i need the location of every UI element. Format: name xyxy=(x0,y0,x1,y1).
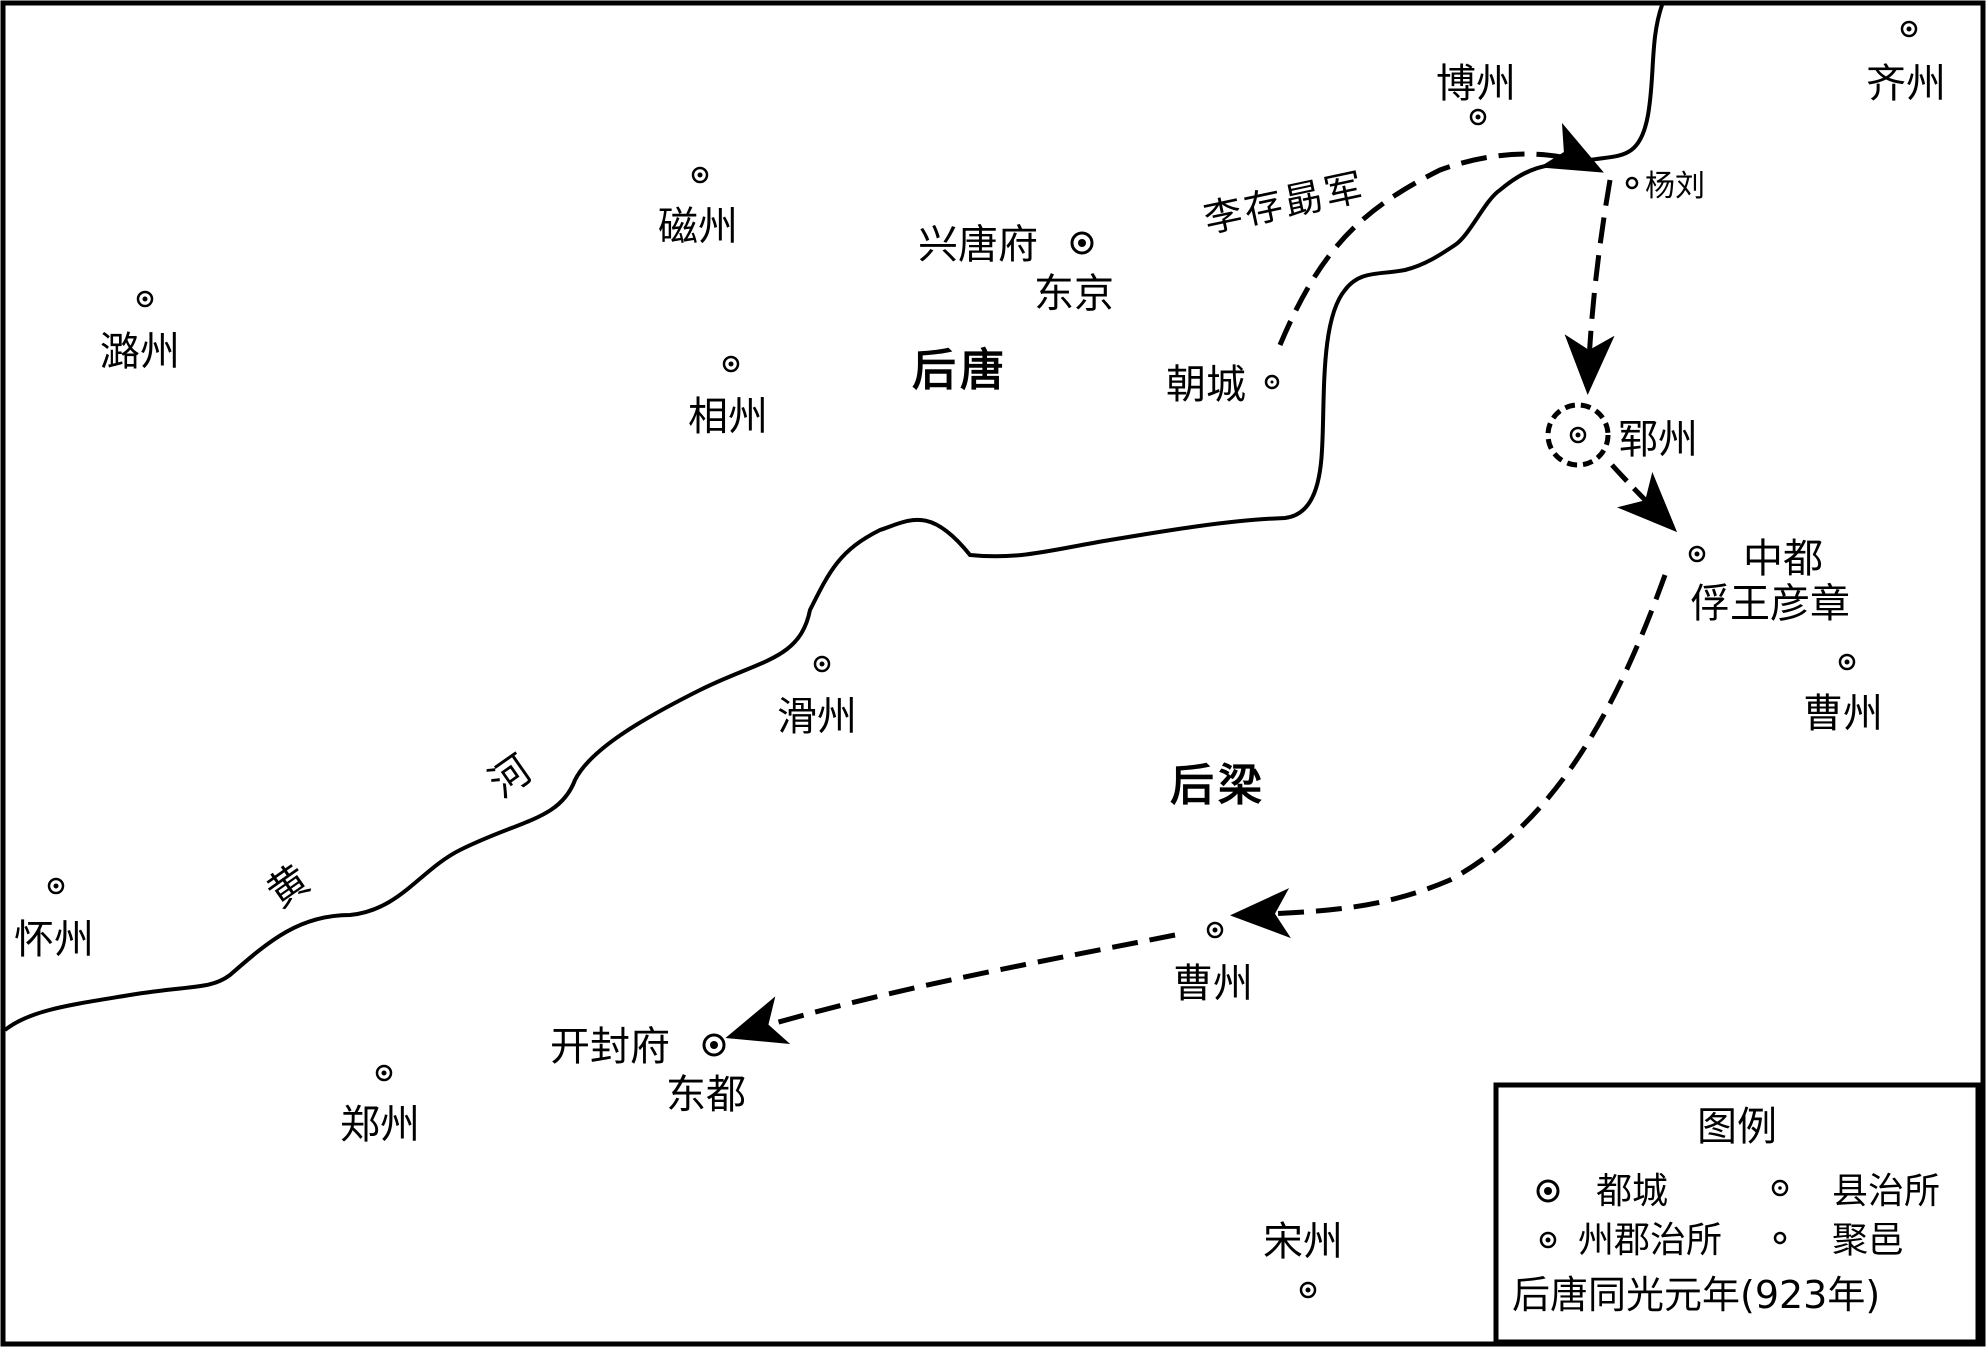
yunzhou-siege-ring xyxy=(1545,402,1611,468)
prefecture-symbol-icon xyxy=(1299,1281,1317,1299)
legend-county-icon xyxy=(1771,1179,1789,1197)
place-label-caozhou: 曹州 xyxy=(1173,961,1253,1007)
legend-county-label: 县治所 xyxy=(1832,1171,1940,1212)
prefecture-symbol-icon xyxy=(1838,653,1856,671)
place-label-luzhou: 潞州 xyxy=(100,329,180,375)
legend-caption: 后唐同光元年(923年) xyxy=(1512,1273,1880,1317)
place-label-huaizhou: 怀州 xyxy=(14,917,94,963)
region-label-later-tang: 后唐 xyxy=(912,345,1008,396)
prefecture-symbol-icon xyxy=(136,290,154,308)
legend-title: 图例 xyxy=(1697,1104,1777,1150)
place-label-xingtangfu: 兴唐府 xyxy=(918,222,1038,268)
route-segment-zhongdu-caozhou xyxy=(1230,574,1668,939)
prefecture-symbol-icon xyxy=(691,166,709,184)
place-label-dongjing: 东京 xyxy=(1034,271,1114,317)
legend-capital-label: 都城 xyxy=(1596,1171,1668,1212)
legend-capital-icon xyxy=(1536,1179,1560,1203)
place-label-dongdu: 东都 xyxy=(666,1072,746,1118)
place-label-zhengzhou: 郑州 xyxy=(340,1102,420,1148)
legend-prefecture-icon xyxy=(1539,1231,1557,1249)
place-label-yunzhou: 郓州 xyxy=(1618,417,1698,463)
place-label-qizhou: 齐州 xyxy=(1866,61,1946,107)
prefecture-symbol-icon xyxy=(1569,426,1587,444)
legend-town-label: 聚邑 xyxy=(1832,1220,1904,1261)
place-label-cizhou: 磁州 xyxy=(658,204,738,250)
county-symbol-icon xyxy=(1264,374,1280,390)
route-segment-chaocheng-yangliu xyxy=(1277,122,1604,346)
place-label-bozhou: 博州 xyxy=(1436,61,1516,107)
place-label-xiangzhou: 相州 xyxy=(688,394,768,440)
prefecture-symbol-icon xyxy=(813,655,831,673)
prefecture-symbol-icon xyxy=(1688,545,1706,563)
legend: 图例 都城 县治所 州郡治所 聚邑 后唐同光元年(923年) xyxy=(1493,1082,1981,1345)
place-label-kaifengfu: 开封府 xyxy=(550,1024,670,1070)
prefecture-symbol-icon xyxy=(1206,921,1224,939)
route-segment-yunzhou-zhongdu xyxy=(1610,463,1678,533)
place-label-huazhou: 滑州 xyxy=(777,694,857,740)
capital-symbol-icon xyxy=(702,1033,726,1057)
yellow-river-line xyxy=(3,4,1664,1032)
prefecture-symbol-icon xyxy=(1900,20,1918,38)
place-label-chaocheng: 朝城 xyxy=(1166,362,1246,408)
legend-box xyxy=(1493,1082,1981,1345)
legend-prefecture-label: 州郡治所 xyxy=(1578,1220,1722,1261)
region-label-later-liang: 后梁 xyxy=(1170,760,1266,811)
route-segment-yangliu-yunzhou xyxy=(1564,179,1615,395)
place-label-zhongdu: 中都 xyxy=(1743,536,1823,582)
place-label-capture-note: 俘王彦章 xyxy=(1690,581,1850,627)
route-segment-caozhou-kaifeng xyxy=(725,932,1176,1045)
prefecture-symbol-icon xyxy=(47,877,65,895)
prefecture-symbol-icon xyxy=(375,1064,393,1082)
place-label-songzhou: 宋州 xyxy=(1263,1219,1343,1265)
prefecture-symbol-icon xyxy=(1469,108,1487,126)
town-symbol-icon xyxy=(1625,176,1639,190)
place-label-caozhou-east: 曹州 xyxy=(1803,691,1883,737)
legend-town-icon xyxy=(1773,1231,1787,1245)
place-label-yangliu: 杨刘 xyxy=(1645,169,1705,204)
capital-symbol-icon xyxy=(1070,231,1094,255)
prefecture-symbol-icon xyxy=(722,355,740,373)
